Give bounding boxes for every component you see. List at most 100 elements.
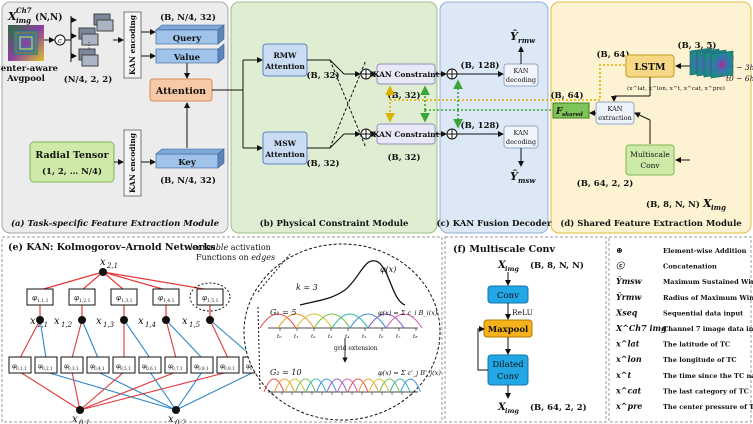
ximg-label: X img (702, 197, 726, 212)
svg-text:KAN Constraint: KAN Constraint (373, 70, 440, 79)
value-box: Value (155, 43, 225, 64)
legend-symbol: Xseq (615, 307, 638, 317)
g1-tick-label: t₁ (294, 334, 298, 340)
phi-sub-top: 1,1,1 (37, 298, 49, 304)
phi-box-top (26, 288, 54, 306)
svg-text:Query: Query (173, 34, 202, 44)
legend-symbol: ⓒ (616, 261, 626, 271)
legend-text: Channel 7 image data input (663, 325, 753, 333)
bspline-basis-g2 (284, 378, 306, 393)
g1-tick-label: t₀ (277, 334, 282, 340)
svg-text:msw: msw (518, 176, 536, 185)
bspline-basis-g2 (263, 378, 285, 393)
caption-c: (c) KAN Fusion Decoder (437, 218, 552, 229)
svg-text:Attention: Attention (264, 62, 305, 71)
grid-ext-label: grid extension (334, 345, 378, 352)
bspline-basis-g2 (274, 378, 295, 393)
legend-text: The latitude of TC (663, 341, 730, 349)
kan-node-bottom (172, 406, 180, 414)
bspline-basis-g2 (389, 378, 411, 393)
fusion-top-dims: (B, 128) (461, 60, 500, 71)
svg-text:X: X (7, 10, 17, 23)
phi-box-bottom (34, 356, 58, 374)
svg-text:MSW: MSW (274, 139, 297, 148)
svg-text:X: X (497, 402, 507, 413)
svg-text:X: X (702, 197, 712, 210)
legend-symbol: x^lat (615, 339, 640, 349)
g1-tick-label: t₂ (311, 334, 315, 340)
legend-symbol: ⊕ (616, 245, 623, 255)
phi-curve (299, 260, 406, 306)
svg-text:RMW: RMW (274, 51, 298, 60)
phi-sub-top: 1,4,1 (163, 298, 175, 304)
f-shared-box (552, 102, 590, 119)
kan-top-node-label: x (100, 257, 106, 268)
y-rmw-label: Ŷ rmw (510, 29, 536, 45)
conv-out-dims-f: (B, 64, 2, 2) (530, 402, 587, 413)
svg-text:Conv: Conv (640, 161, 660, 170)
phi-sub-bottom: 0,9,1 (224, 366, 235, 371)
svg-text:Ch7: Ch7 (16, 6, 32, 15)
kan-mid-node-sub: 1,3 (103, 321, 115, 329)
kan-node-bottom (76, 406, 84, 414)
phi-box-bottom (138, 356, 162, 374)
legend-item: x^lat The latitude of TC (615, 339, 730, 349)
svg-text:(N,N): (N,N) (35, 12, 63, 23)
phi-label: φ(x) (380, 265, 396, 274)
lstm-out-dims: (B, 64) (597, 49, 630, 60)
bspline-basis-g2 (305, 378, 327, 393)
kan-bottom-node-sub: 0,2 (175, 419, 187, 424)
g1-tick-label: t₆ (379, 334, 384, 340)
legend-symbol: x^lon (615, 354, 642, 364)
kan-mid-node-sub: 1,5 (189, 321, 201, 329)
kan-encoding-bottom (123, 129, 142, 197)
phi-box-bottom (60, 356, 84, 374)
bspline-basis-g1 (385, 313, 423, 329)
avgpool-label: Center-aware (0, 64, 59, 74)
svg-text:(1, 2, … N/4): (1, 2, … N/4) (42, 166, 102, 177)
caption-a: (a) Task-specific Feature Extraction Mod… (11, 218, 220, 229)
ximg-dims: (B, 8, N, N) (646, 199, 700, 210)
phi-sub-bottom: 0,4,1 (94, 366, 105, 371)
phi-label-top: φ (158, 294, 163, 302)
kan-mid-node-sub: 1,2 (61, 321, 73, 329)
svg-text:Ŷ: Ŷ (510, 169, 519, 183)
conv-out-label: X img (497, 402, 519, 415)
phi-sub-bottom: 0,3,1 (68, 366, 79, 371)
kan-title: (e) KAN: Kolmogorov–Arnold Networks (8, 242, 215, 253)
g1-tick-label: t₇ (396, 334, 401, 340)
fusion-bottom-dims: (B, 128) (461, 120, 500, 131)
bspline-basis-g1 (277, 313, 315, 329)
svg-text:2,1: 2,1 (106, 262, 118, 270)
bspline-basis-g1 (295, 313, 333, 329)
img-input-label: X img Ch7 (N,N) (7, 6, 63, 25)
kan-node-mid (36, 316, 44, 324)
bspline-basis-g2 (368, 378, 390, 393)
bspline-basis-g2 (347, 378, 369, 393)
phi-sub-bottom: 0,2,1 (42, 366, 53, 371)
svg-text:Conv: Conv (497, 291, 519, 301)
legend-symbol: x^cat (615, 385, 642, 395)
bspline-basis-g1 (313, 313, 351, 329)
svg-text:Attention: Attention (264, 150, 305, 159)
phi-label-bottom: φ (38, 362, 43, 370)
phi-sub-bottom: 0,6,1 (146, 366, 157, 371)
kan-bottom-node-sub: 0,1 (79, 419, 90, 424)
bspline-basis-g2 (316, 378, 337, 393)
kc-top-dims: (B, 32) (388, 90, 421, 101)
key-dims: (B, N/4, 32) (160, 175, 216, 186)
xseq-vars: (x^lat, x^lon, x^t, x^cat, x^pre) (627, 85, 725, 92)
bspline-basis-g1 (259, 313, 297, 329)
svg-text:LSTM: LSTM (634, 62, 666, 73)
svg-text:Dilated: Dilated (492, 360, 524, 370)
query-box: Query (155, 24, 225, 45)
caption-b: (b) Physical Constraint Module (260, 218, 409, 229)
